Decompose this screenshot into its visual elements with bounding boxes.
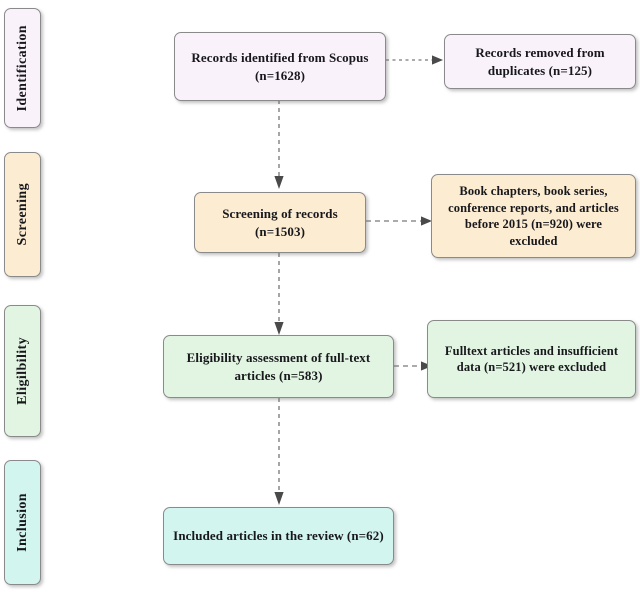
box-screening-of-records: Screening of records (n=1503) xyxy=(194,192,366,253)
connector-eligibility-to-eligibility-excluded xyxy=(394,358,438,374)
connector-identified-to-duplicates xyxy=(386,52,448,68)
box-eligibility-assessment: Eligibility assessment of full-text arti… xyxy=(163,335,394,398)
box-records-identified-text: Records identified from Scopus (n=1628) xyxy=(191,50,369,83)
box-records-removed-duplicates-text: Records removed from duplicates (n=125) xyxy=(475,45,605,78)
box-eligibility-exclusions-text: Fulltext articles and insufficient data … xyxy=(444,343,619,375)
box-records-removed-duplicates: Records removed from duplicates (n=125) xyxy=(444,34,636,89)
box-included-articles-text: Included articles in the review (n=62) xyxy=(173,528,384,544)
phase-label-screening-text: Screening xyxy=(14,183,30,246)
box-screening-of-records-text: Screening of records (n=1503) xyxy=(222,206,338,239)
box-screening-exclusions: Book chapters, book series, conference r… xyxy=(431,174,636,258)
connector-eligibility-to-included xyxy=(271,398,287,508)
box-eligibility-exclusions: Fulltext articles and insufficient data … xyxy=(427,320,636,398)
phase-label-screening: Screening xyxy=(4,152,41,277)
phase-label-identification-text: Identification xyxy=(14,24,30,112)
phase-label-eligibility: Eligilbility xyxy=(4,305,41,437)
box-included-articles: Included articles in the review (n=62) xyxy=(163,507,394,565)
box-eligibility-assessment-text: Eligibility assessment of full-text arti… xyxy=(186,350,371,383)
box-records-identified: Records identified from Scopus (n=1628) xyxy=(174,32,386,101)
phase-label-inclusion: Inclusion xyxy=(4,460,41,585)
connector-identified-to-screened xyxy=(271,100,287,192)
connector-screened-to-screening-excluded xyxy=(366,213,438,229)
connector-screened-to-eligibility xyxy=(271,253,287,338)
phase-label-inclusion-text: Inclusion xyxy=(14,493,30,552)
box-screening-exclusions-text: Book chapters, book series, conference r… xyxy=(448,184,619,248)
phase-label-identification: Identification xyxy=(4,8,41,128)
phase-label-eligibility-text: Eligilbility xyxy=(14,337,30,405)
